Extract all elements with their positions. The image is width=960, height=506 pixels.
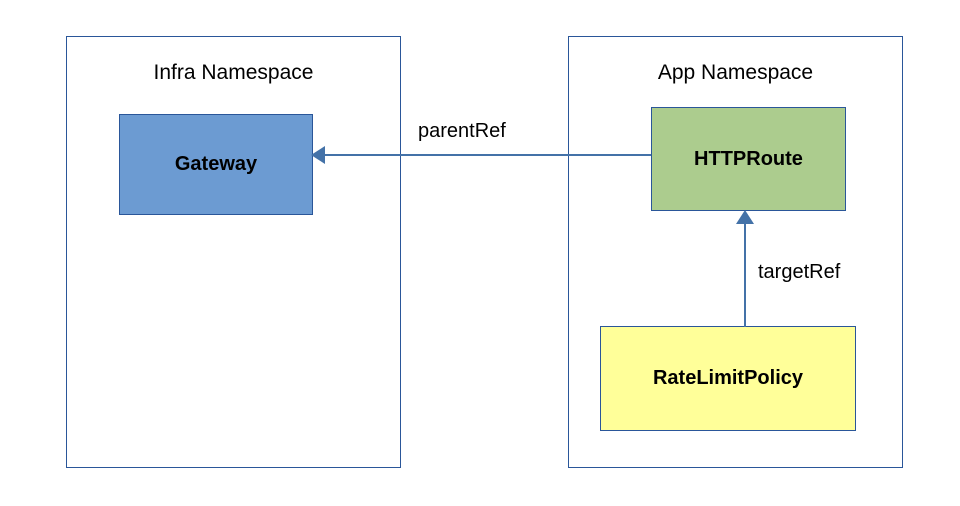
namespace-title-infra: Infra Namespace [153, 61, 314, 84]
edge-label-parentref: parentRef [418, 120, 506, 142]
node-httproute[interactable]: HTTPRoute [651, 107, 846, 211]
arrow-head-up-icon [736, 210, 754, 224]
node-ratelimitpolicy[interactable]: RateLimitPolicy [600, 326, 856, 431]
namespace-title-app: App Namespace [657, 61, 814, 84]
arrow-head-left-icon [311, 146, 325, 164]
edge-label-targetref: targetRef [758, 261, 841, 283]
namespace-container-infra: Infra Namespace [66, 36, 401, 468]
edge-targetref-line [744, 222, 747, 327]
node-gateway[interactable]: Gateway [119, 114, 313, 215]
edge-parentref-line [322, 154, 651, 157]
